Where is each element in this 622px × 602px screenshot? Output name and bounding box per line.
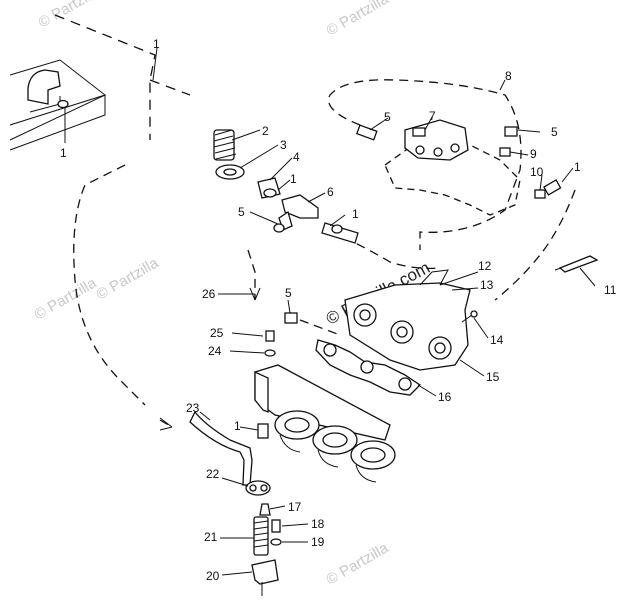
callout-1: 1	[60, 146, 67, 160]
callout-1: 1	[234, 419, 241, 433]
callout-2: 2	[262, 124, 269, 138]
callout-5: 5	[551, 125, 558, 139]
callout-1: 1	[574, 160, 581, 174]
tee-fitting	[273, 194, 319, 233]
callout-23: 23	[186, 401, 200, 415]
callout-5: 5	[238, 205, 245, 219]
callout-12: 12	[478, 259, 492, 273]
callout-10: 10	[530, 165, 544, 179]
watermark-middle: © Partzilla	[94, 254, 162, 303]
manifold-gasket	[315, 339, 422, 396]
gasket-22	[245, 480, 271, 496]
fitting-7	[412, 127, 426, 137]
cylinder-head-assembly	[254, 364, 396, 483]
washer-24	[264, 349, 276, 357]
fitting-5	[284, 312, 298, 324]
callout-14: 14	[490, 333, 504, 347]
fitting-10	[534, 189, 546, 199]
water-hose-loop	[328, 79, 522, 250]
callout-24: 24	[208, 344, 222, 358]
fitting-right	[543, 179, 562, 196]
callout-labels: 1 1 2 3 4 1 6 5 1 5 7 8 5 9 10 1 11 12 1…	[60, 37, 617, 583]
watermark-mid-left: © Partzilla	[32, 274, 100, 323]
fitting-9	[499, 147, 511, 157]
hose-segment	[321, 222, 359, 244]
water-hose-right	[494, 189, 576, 301]
part-18	[271, 519, 281, 533]
return-hose-left	[73, 164, 146, 406]
callout-9: 9	[530, 147, 537, 161]
callout-19: 19	[311, 535, 325, 549]
callout-7: 7	[429, 109, 436, 123]
watermark-bottom: © Partzilla	[324, 539, 392, 588]
callout-1: 1	[153, 37, 160, 51]
hose-23	[189, 410, 253, 486]
callout-6: 6	[327, 185, 334, 199]
bolt-25	[265, 330, 275, 342]
callout-1: 1	[352, 207, 359, 221]
exhaust-manifold	[344, 269, 471, 371]
callout-11: 11	[604, 283, 617, 297]
callout-16: 16	[438, 390, 452, 404]
watermark-top-left: © Partzilla	[36, 0, 104, 31]
callout-25: 25	[210, 326, 224, 340]
bolt-14	[461, 314, 473, 323]
part-17	[259, 503, 271, 516]
water-hose-to-manifold	[299, 319, 341, 336]
callout-4: 4	[293, 150, 300, 164]
callout-18: 18	[311, 517, 325, 531]
watermark-top-right: © Partzilla	[324, 0, 392, 39]
flow-arrow-icon	[159, 417, 173, 431]
spring-21	[253, 516, 269, 556]
callout-8: 8	[505, 69, 512, 83]
callout-5: 5	[384, 110, 391, 124]
callout-20: 20	[206, 569, 220, 583]
callout-13: 13	[480, 278, 494, 292]
callout-5: 5	[285, 286, 292, 300]
callout-22: 22	[206, 467, 220, 481]
callout-1: 1	[290, 172, 297, 186]
hose-clamp-fitting	[355, 124, 378, 141]
return-hose-arrow	[159, 419, 173, 428]
leader-lines	[64, 47, 596, 576]
housing-20	[251, 559, 279, 585]
callout-21: 21	[204, 530, 218, 544]
water-hose-down	[247, 249, 256, 300]
hull-frame	[9, 14, 191, 151]
spring-part	[213, 129, 237, 161]
exhaust-pipe-outline	[384, 119, 521, 216]
washer-19	[270, 538, 282, 546]
callout-15: 15	[486, 370, 500, 384]
callout-3: 3	[280, 138, 287, 152]
fitting-1-lower	[257, 423, 269, 439]
callout-26: 26	[202, 287, 216, 301]
callout-17: 17	[288, 500, 302, 514]
hose-fitting-right	[504, 126, 518, 137]
